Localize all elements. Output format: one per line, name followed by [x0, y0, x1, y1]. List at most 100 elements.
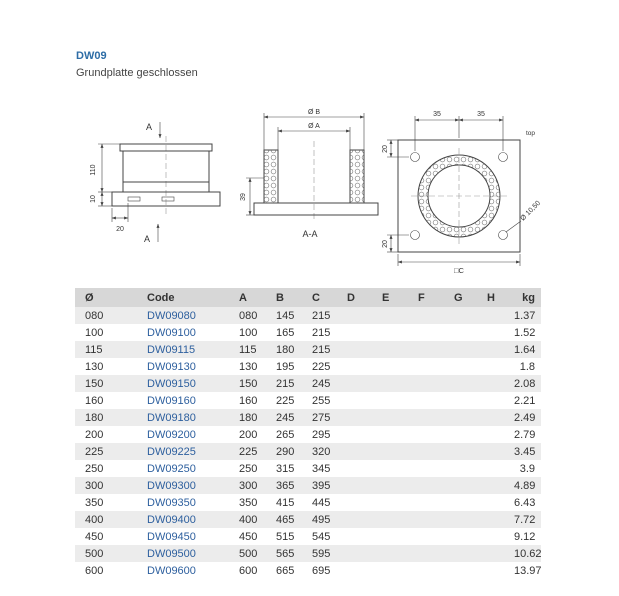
table-cell: 115 [235, 341, 272, 358]
table-cell [483, 511, 510, 528]
code-link[interactable]: DW09100 [147, 326, 196, 339]
dim-20-top-label: 20 [382, 145, 389, 153]
table-cell [483, 528, 510, 545]
code-cell[interactable]: DW09100 [135, 324, 235, 341]
table-cell [414, 426, 450, 443]
dim-outer-dia-label: Ø B [308, 109, 320, 116]
header-b: B [272, 288, 308, 307]
table-cell [378, 477, 414, 494]
code-cell[interactable]: DW09300 [135, 477, 235, 494]
table-cell: 350 [239, 496, 258, 509]
table-cell [343, 562, 378, 579]
table-cell [450, 341, 483, 358]
code-cell[interactable]: DW09250 [135, 460, 235, 477]
table-cell: 3.9 [519, 462, 535, 475]
table-cell: 300 [235, 477, 272, 494]
table-cell: 130 [85, 360, 104, 373]
code-cell[interactable]: DW09225 [135, 443, 235, 460]
table-cell [378, 511, 414, 528]
table-cell: 6.43 [514, 496, 536, 509]
table-cell: 345 [312, 462, 331, 475]
code-link[interactable]: DW09300 [147, 479, 196, 492]
code-link[interactable]: DW09180 [147, 411, 196, 424]
table-cell: 300 [75, 477, 135, 494]
code-cell[interactable]: DW09150 [135, 375, 235, 392]
code-link[interactable]: DW09200 [147, 428, 196, 441]
table-cell [450, 545, 483, 562]
table-header: Ø Code A B C D E F G H kg [75, 288, 541, 307]
code-cell[interactable]: DW09130 [135, 358, 235, 375]
code-link[interactable]: DW09080 [147, 309, 196, 322]
table-cell [414, 494, 450, 511]
code-cell[interactable]: DW09160 [135, 392, 235, 409]
code-link[interactable]: DW09400 [147, 513, 196, 526]
code-cell[interactable]: DW09500 [135, 545, 235, 562]
table-cell [483, 307, 510, 324]
table-cell: 1.52 [514, 326, 536, 339]
code-link[interactable]: DW09350 [147, 496, 196, 509]
table-cell [378, 392, 414, 409]
product-code-title: DW09 [76, 50, 107, 62]
table-cell [414, 460, 450, 477]
table-cell: 515 [276, 530, 295, 543]
table-cell: 150 [75, 375, 135, 392]
table-cell: 245 [308, 375, 343, 392]
table-cell: 4.89 [510, 477, 541, 494]
table-cell [343, 443, 378, 460]
table-cell: 100 [85, 326, 104, 339]
table-cell: 250 [85, 462, 104, 475]
table-cell [378, 494, 414, 511]
table-cell [483, 409, 510, 426]
code-cell[interactable]: DW09115 [135, 341, 235, 358]
code-link[interactable]: DW09250 [147, 462, 196, 475]
code-link[interactable]: DW09225 [147, 445, 196, 458]
table-cell: 215 [308, 341, 343, 358]
code-link[interactable]: DW09600 [147, 564, 196, 577]
table-cell: 180 [272, 341, 308, 358]
table-cell [414, 307, 450, 324]
code-cell[interactable]: DW09180 [135, 409, 235, 426]
section-view-drawing: Ø B Ø A 39 A-A [240, 109, 379, 239]
section-mark-bottom: A [144, 234, 150, 244]
table-cell [343, 528, 378, 545]
header-a: A [235, 288, 272, 307]
table-cell: 400 [235, 511, 272, 528]
code-cell[interactable]: DW09400 [135, 511, 235, 528]
table-cell [414, 358, 450, 375]
table-cell [450, 392, 483, 409]
code-cell[interactable]: DW09450 [135, 528, 235, 545]
code-link[interactable]: DW09150 [147, 377, 196, 390]
table-cell: 450 [85, 530, 104, 543]
code-cell[interactable]: DW09600 [135, 562, 235, 579]
code-cell[interactable]: DW09200 [135, 426, 235, 443]
table-cell [378, 324, 414, 341]
table-cell: 250 [239, 462, 258, 475]
table-cell: 275 [308, 409, 343, 426]
table-cell: 695 [312, 564, 331, 577]
table-cell [483, 392, 510, 409]
table-cell: 180 [235, 409, 272, 426]
table-cell: 160 [85, 394, 104, 407]
code-link[interactable]: DW09160 [147, 394, 196, 407]
code-link[interactable]: DW09130 [147, 360, 196, 373]
table-cell: 9.12 [514, 530, 536, 543]
table-cell: 400 [75, 511, 135, 528]
code-link[interactable]: DW09500 [147, 547, 196, 560]
table-cell [414, 443, 450, 460]
code-cell[interactable]: DW09350 [135, 494, 235, 511]
table-cell [450, 562, 483, 579]
table-cell: 350 [85, 496, 104, 509]
code-link[interactable]: DW09450 [147, 530, 196, 543]
header-diameter: Ø [75, 288, 135, 307]
code-link[interactable]: DW09115 [147, 343, 196, 356]
table-cell [378, 443, 414, 460]
dim-35-right-label: 35 [477, 111, 485, 118]
table-cell [483, 494, 510, 511]
code-cell[interactable]: DW09080 [135, 307, 235, 324]
